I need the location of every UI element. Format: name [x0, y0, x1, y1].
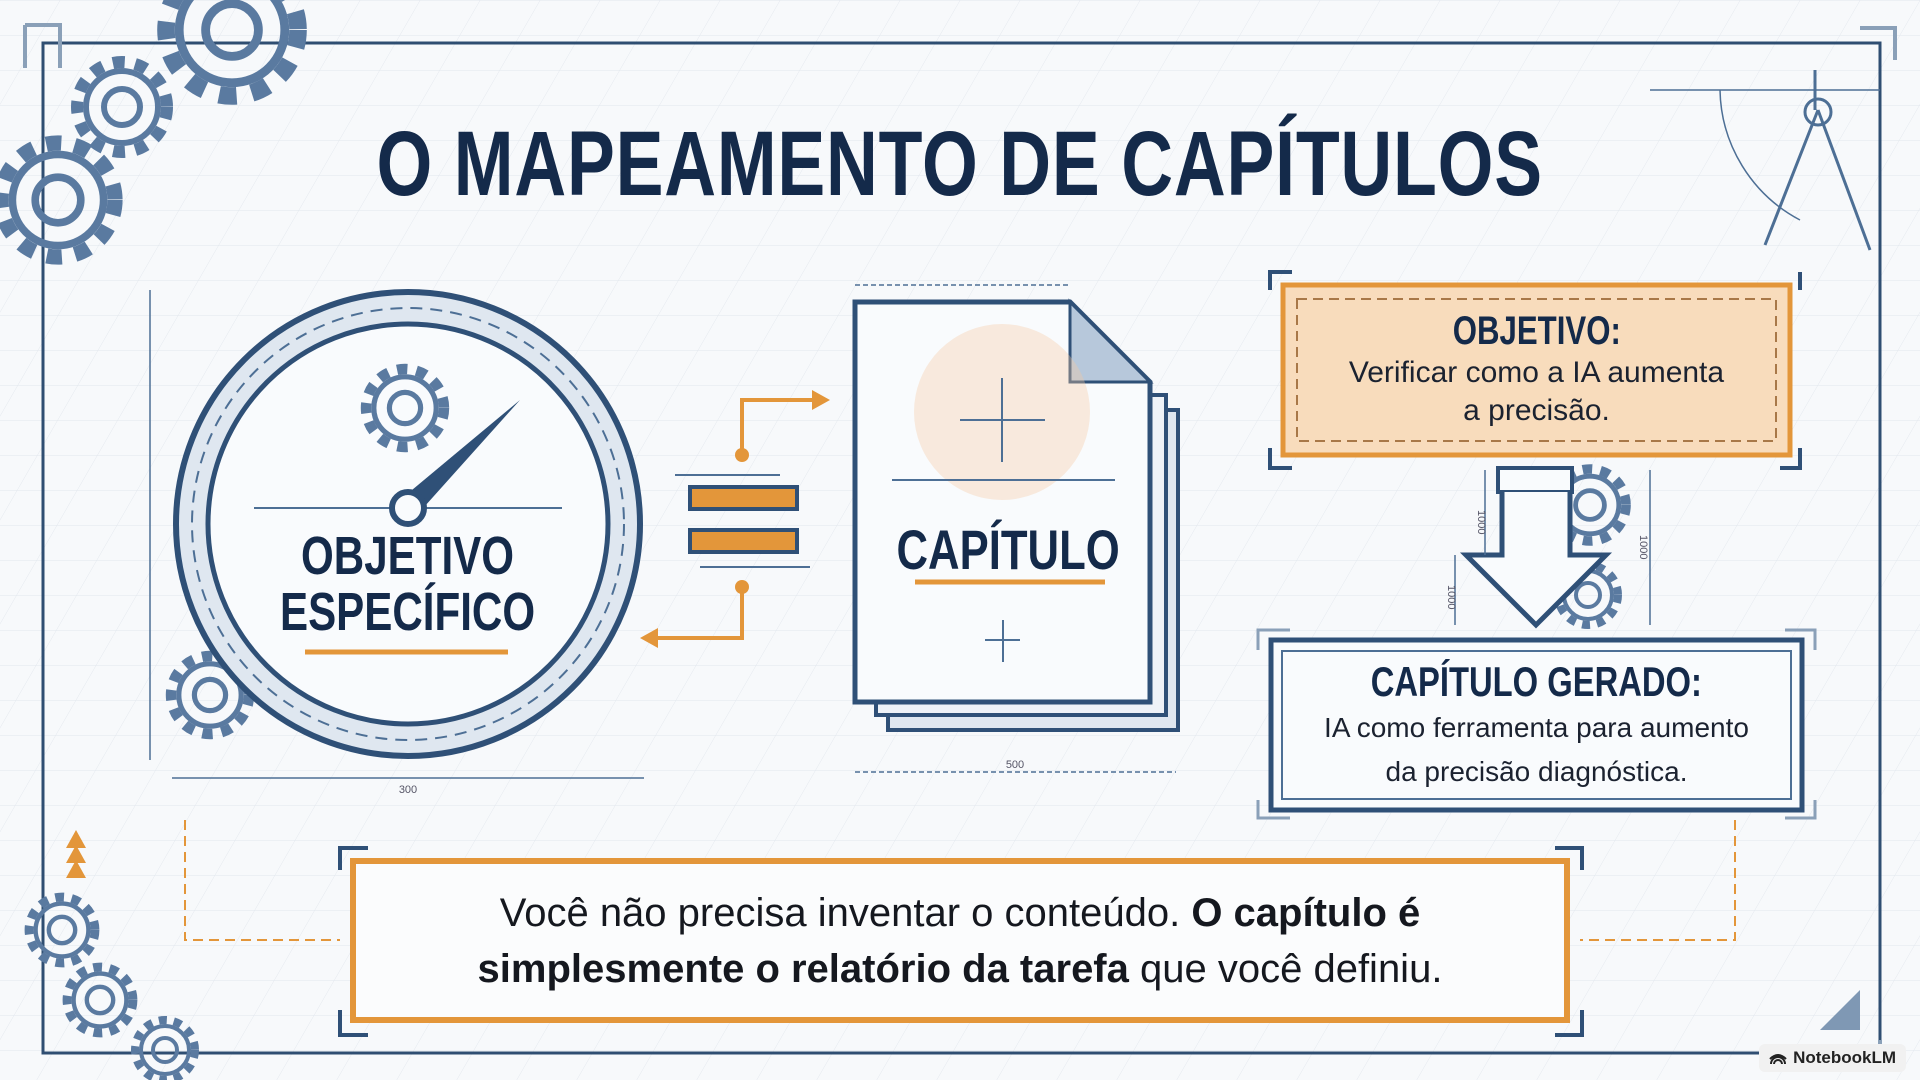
message-plain-2: que você definiu.	[1128, 946, 1443, 991]
bottom-box-frame	[66, 820, 1736, 1037]
bottom-message: Você não precisa inventar o conteúdo. O …	[353, 861, 1567, 1020]
generated-text-2: da precisão diagnóstica.	[1385, 756, 1688, 787]
generated-box-frame	[1256, 628, 1817, 820]
document-label: CAPÍTULO	[896, 518, 1120, 581]
objective-text-1: Verificar como a IA aumenta	[1348, 356, 1725, 389]
dimension-label: 300	[399, 784, 417, 796]
svg-text:1000: 1000	[1445, 585, 1457, 609]
message-bold: O capítulo é simplesmente o relatório da…	[477, 890, 1421, 991]
mapping-arrows-icon	[640, 390, 830, 648]
frame	[41, 41, 1882, 1055]
badge-label: NotebookLM	[1793, 1048, 1896, 1067]
dimension-label: 500	[1006, 759, 1024, 771]
svg-text:1000: 1000	[1475, 510, 1487, 534]
chapter-document-icon: 500	[852, 284, 1180, 773]
objective-dial: 300	[149, 289, 644, 796]
objective-box-frame	[1268, 270, 1802, 470]
message-plain-1: Você não precisa inventar o conteúdo.	[499, 890, 1192, 935]
generated-heading: CAPÍTULO GERADO:	[1370, 658, 1703, 705]
notebooklm-logo-icon	[1769, 1054, 1787, 1065]
objective-heading: OBJETIVO:	[1452, 309, 1621, 353]
objective-circle-label: OBJETIVO ESPECÍFICO	[208, 528, 608, 640]
page-title: O MAPEAMENTO DE CAPÍTULOS	[376, 113, 1544, 215]
svg-text:1000: 1000	[1637, 535, 1649, 559]
objective-text-2: a precisão.	[1463, 394, 1610, 427]
notebooklm-badge: NotebookLM	[1759, 1044, 1906, 1072]
objective-box: OBJETIVO: Verificar como a IA aumenta a …	[1283, 285, 1790, 455]
objective-line1: OBJETIVO	[301, 526, 515, 586]
generated-text-1: IA como ferramenta para aumento	[1324, 712, 1749, 743]
compass-icon	[1650, 70, 1880, 251]
objective-line2: ESPECÍFICO	[280, 582, 536, 642]
generated-chapter-box: CAPÍTULO GERADO: IA como ferramenta para…	[1271, 640, 1802, 810]
down-arrow-icon: 1000 1000 1000	[1445, 468, 1651, 625]
